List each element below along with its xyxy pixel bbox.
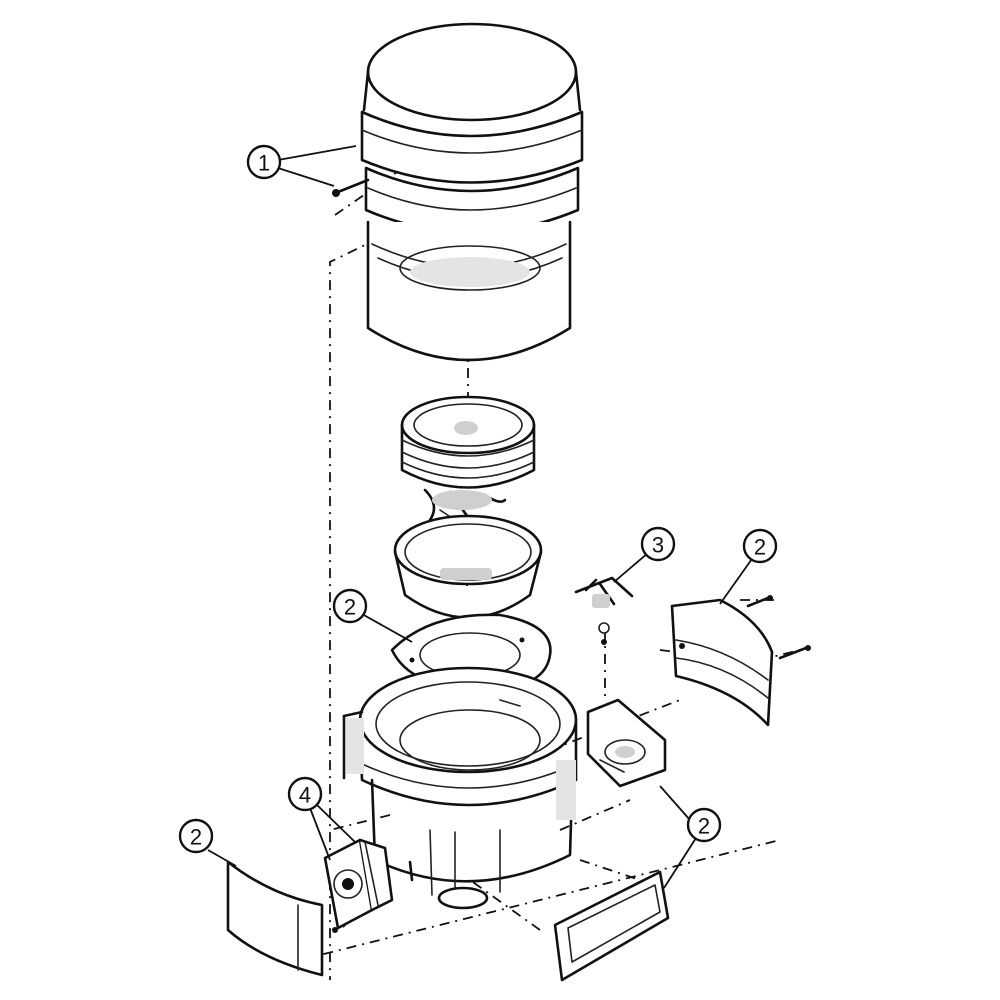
callout-2-left-panel: 2 [178,818,237,867]
curved-side-panel-right [670,595,811,727]
motor-assembly [400,395,536,531]
base-housing [342,666,578,910]
callout-2-right-panel: 2 [719,528,778,605]
top-cylinder-canister [360,22,584,362]
callout-2-left-panel-label: 2 [190,825,202,850]
callout-2-gasket: 2 [332,588,413,643]
callout-3: 3 [613,526,676,583]
callout-2-gasket-label: 2 [344,595,356,620]
callout-1-label: 1 [258,151,270,176]
mounting-block [586,698,667,788]
bottom-plate [553,870,670,982]
screw-part-1 [332,178,370,197]
callout-3-label: 3 [652,533,664,558]
callout-4: 4 [287,776,356,861]
callout-1: 1 [246,144,357,187]
connector-bracket [574,576,634,645]
callout-2-lower-right-label: 2 [698,814,710,839]
callout-2-lower-right: 2 [659,785,722,889]
motor-bowl [393,514,543,619]
terminal-module [323,838,414,933]
callout-2-right-panel-label: 2 [754,535,766,560]
callout-4-label: 4 [299,783,311,808]
curved-side-panel-left [226,860,324,977]
